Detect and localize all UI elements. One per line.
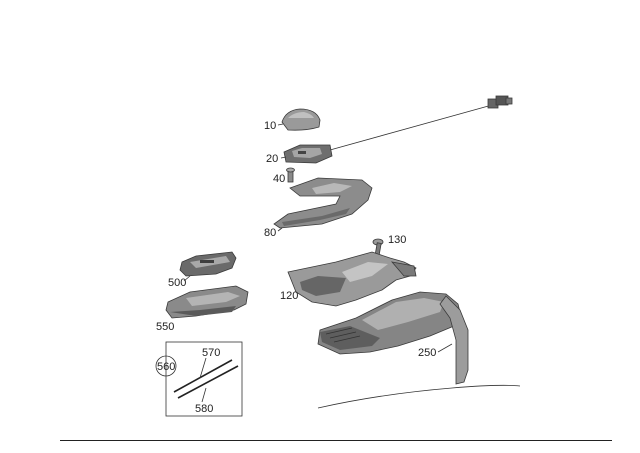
leader-10	[277, 123, 284, 126]
part-10-cover	[281, 108, 321, 131]
part-120-console-trim	[287, 251, 417, 307]
leader-80	[277, 227, 283, 232]
label-20: 20	[266, 153, 278, 165]
leader-20	[280, 156, 287, 159]
part-20-module	[283, 144, 333, 164]
bottom-rule	[60, 440, 612, 441]
label-580: 580	[195, 403, 213, 415]
label-570: 570	[202, 347, 220, 359]
parts-570-580-strips	[173, 359, 239, 399]
console-armrest-assembly	[317, 291, 469, 385]
leader-570	[199, 357, 207, 379]
label-550: 550	[156, 321, 174, 333]
callout-circle-560	[155, 355, 177, 377]
leader-250	[437, 343, 453, 353]
cable-connector	[487, 95, 513, 109]
floor-contour-line	[317, 384, 521, 409]
leader-500	[183, 275, 191, 282]
label-130: 130	[388, 234, 406, 246]
leader-580	[201, 387, 207, 403]
label-500: 500	[168, 277, 186, 289]
part-80-bracket	[273, 177, 373, 229]
label-250: 250	[418, 347, 436, 359]
label-10: 10	[264, 120, 276, 132]
label-560: 560	[157, 361, 175, 373]
label-120: 120	[280, 290, 298, 302]
part-500-lid	[179, 251, 237, 277]
cable-line	[329, 104, 493, 151]
part-550-base	[165, 285, 249, 319]
part-40-screw	[286, 167, 295, 183]
label-40: 40	[273, 173, 285, 185]
label-80: 80	[264, 227, 276, 239]
inset-box	[165, 341, 243, 417]
